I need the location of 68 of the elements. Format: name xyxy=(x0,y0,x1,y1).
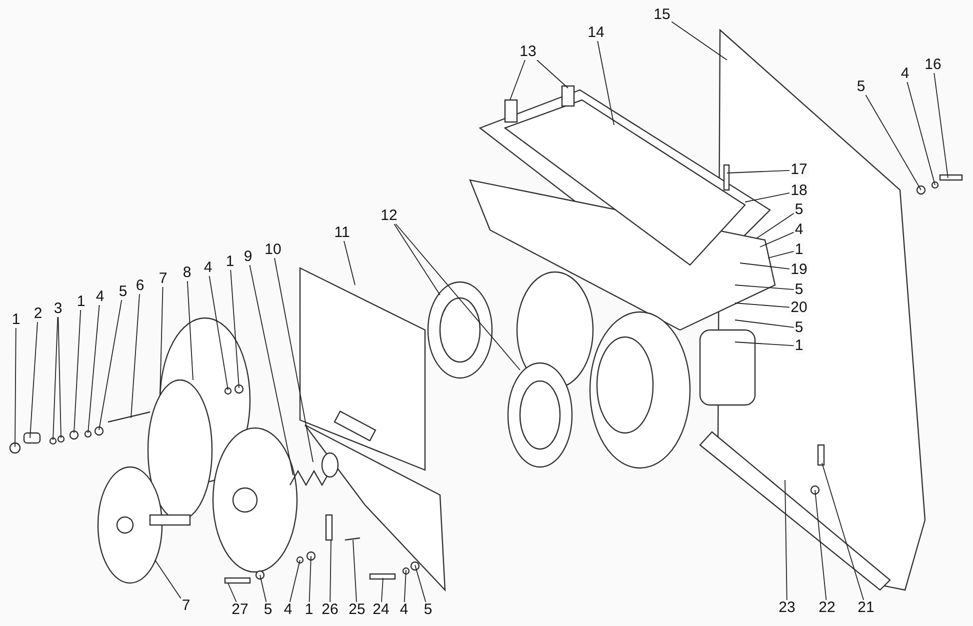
callout-number: 5 xyxy=(794,320,804,336)
leader-line xyxy=(906,82,936,186)
leader-line xyxy=(14,328,16,448)
callout-number: 14 xyxy=(586,25,606,41)
callout-number: 4 xyxy=(900,66,910,82)
callout-number: 17 xyxy=(790,162,808,178)
leader-line xyxy=(744,192,790,202)
leader-line xyxy=(186,280,194,380)
leader-line xyxy=(784,480,788,600)
leader-line xyxy=(74,310,82,434)
leader-line xyxy=(30,322,38,438)
callout-number: 5 xyxy=(794,282,804,298)
leader-line xyxy=(536,60,568,88)
leader-line xyxy=(352,540,357,602)
leader-line xyxy=(344,240,356,286)
leader-line xyxy=(510,60,526,100)
leader-line xyxy=(260,574,267,602)
callout-number: 9 xyxy=(242,249,254,265)
callout-number: 10 xyxy=(264,242,282,258)
leader-line xyxy=(88,304,100,434)
leader-line xyxy=(671,21,728,60)
leader-line xyxy=(381,578,384,602)
callout-number: 5 xyxy=(794,202,804,218)
leader-line xyxy=(822,462,864,600)
callout-number: 19 xyxy=(790,262,808,278)
leader-line xyxy=(58,316,62,438)
leader-line xyxy=(865,94,922,190)
leader-line xyxy=(726,170,790,174)
callout-number: 13 xyxy=(518,44,538,60)
callout-number: 20 xyxy=(790,300,808,316)
leader-line xyxy=(289,560,300,602)
leader-line xyxy=(52,316,58,440)
leader-line xyxy=(734,302,790,308)
leader-line xyxy=(130,294,140,418)
leader-line xyxy=(98,300,122,430)
leader-line xyxy=(404,570,406,602)
leader-line xyxy=(756,212,794,238)
callout-number: 1 xyxy=(794,338,804,354)
callout-number: 5 xyxy=(118,284,128,300)
callout-number: 18 xyxy=(790,183,808,199)
leader-line xyxy=(760,232,794,248)
callout-number: 1 xyxy=(794,242,804,258)
leader-line xyxy=(230,270,240,388)
leader-line xyxy=(154,560,182,600)
leader-line xyxy=(597,40,614,126)
leader-line xyxy=(330,540,332,602)
callout-number: 15 xyxy=(652,7,672,23)
leader-line xyxy=(274,258,314,462)
leader-line xyxy=(228,582,237,602)
callout-number: 4 xyxy=(794,222,804,238)
leader-line xyxy=(394,224,440,296)
leader-line xyxy=(734,320,794,328)
leader-line xyxy=(208,276,228,390)
leader-line xyxy=(740,262,790,270)
callout-number: 12 xyxy=(380,208,398,224)
callout-number: 4 xyxy=(202,260,214,276)
leader-line xyxy=(934,72,948,178)
leader-line xyxy=(395,224,520,370)
callout-number: 5 xyxy=(856,79,866,95)
leader-line xyxy=(414,564,426,602)
leader-line xyxy=(734,342,794,346)
leader-line xyxy=(768,250,794,258)
leader-line xyxy=(249,264,294,476)
leader-line xyxy=(160,286,164,396)
leader-line xyxy=(734,284,794,290)
leader-line xyxy=(308,556,312,602)
callout-number: 11 xyxy=(333,225,351,241)
leader-line xyxy=(814,490,827,600)
